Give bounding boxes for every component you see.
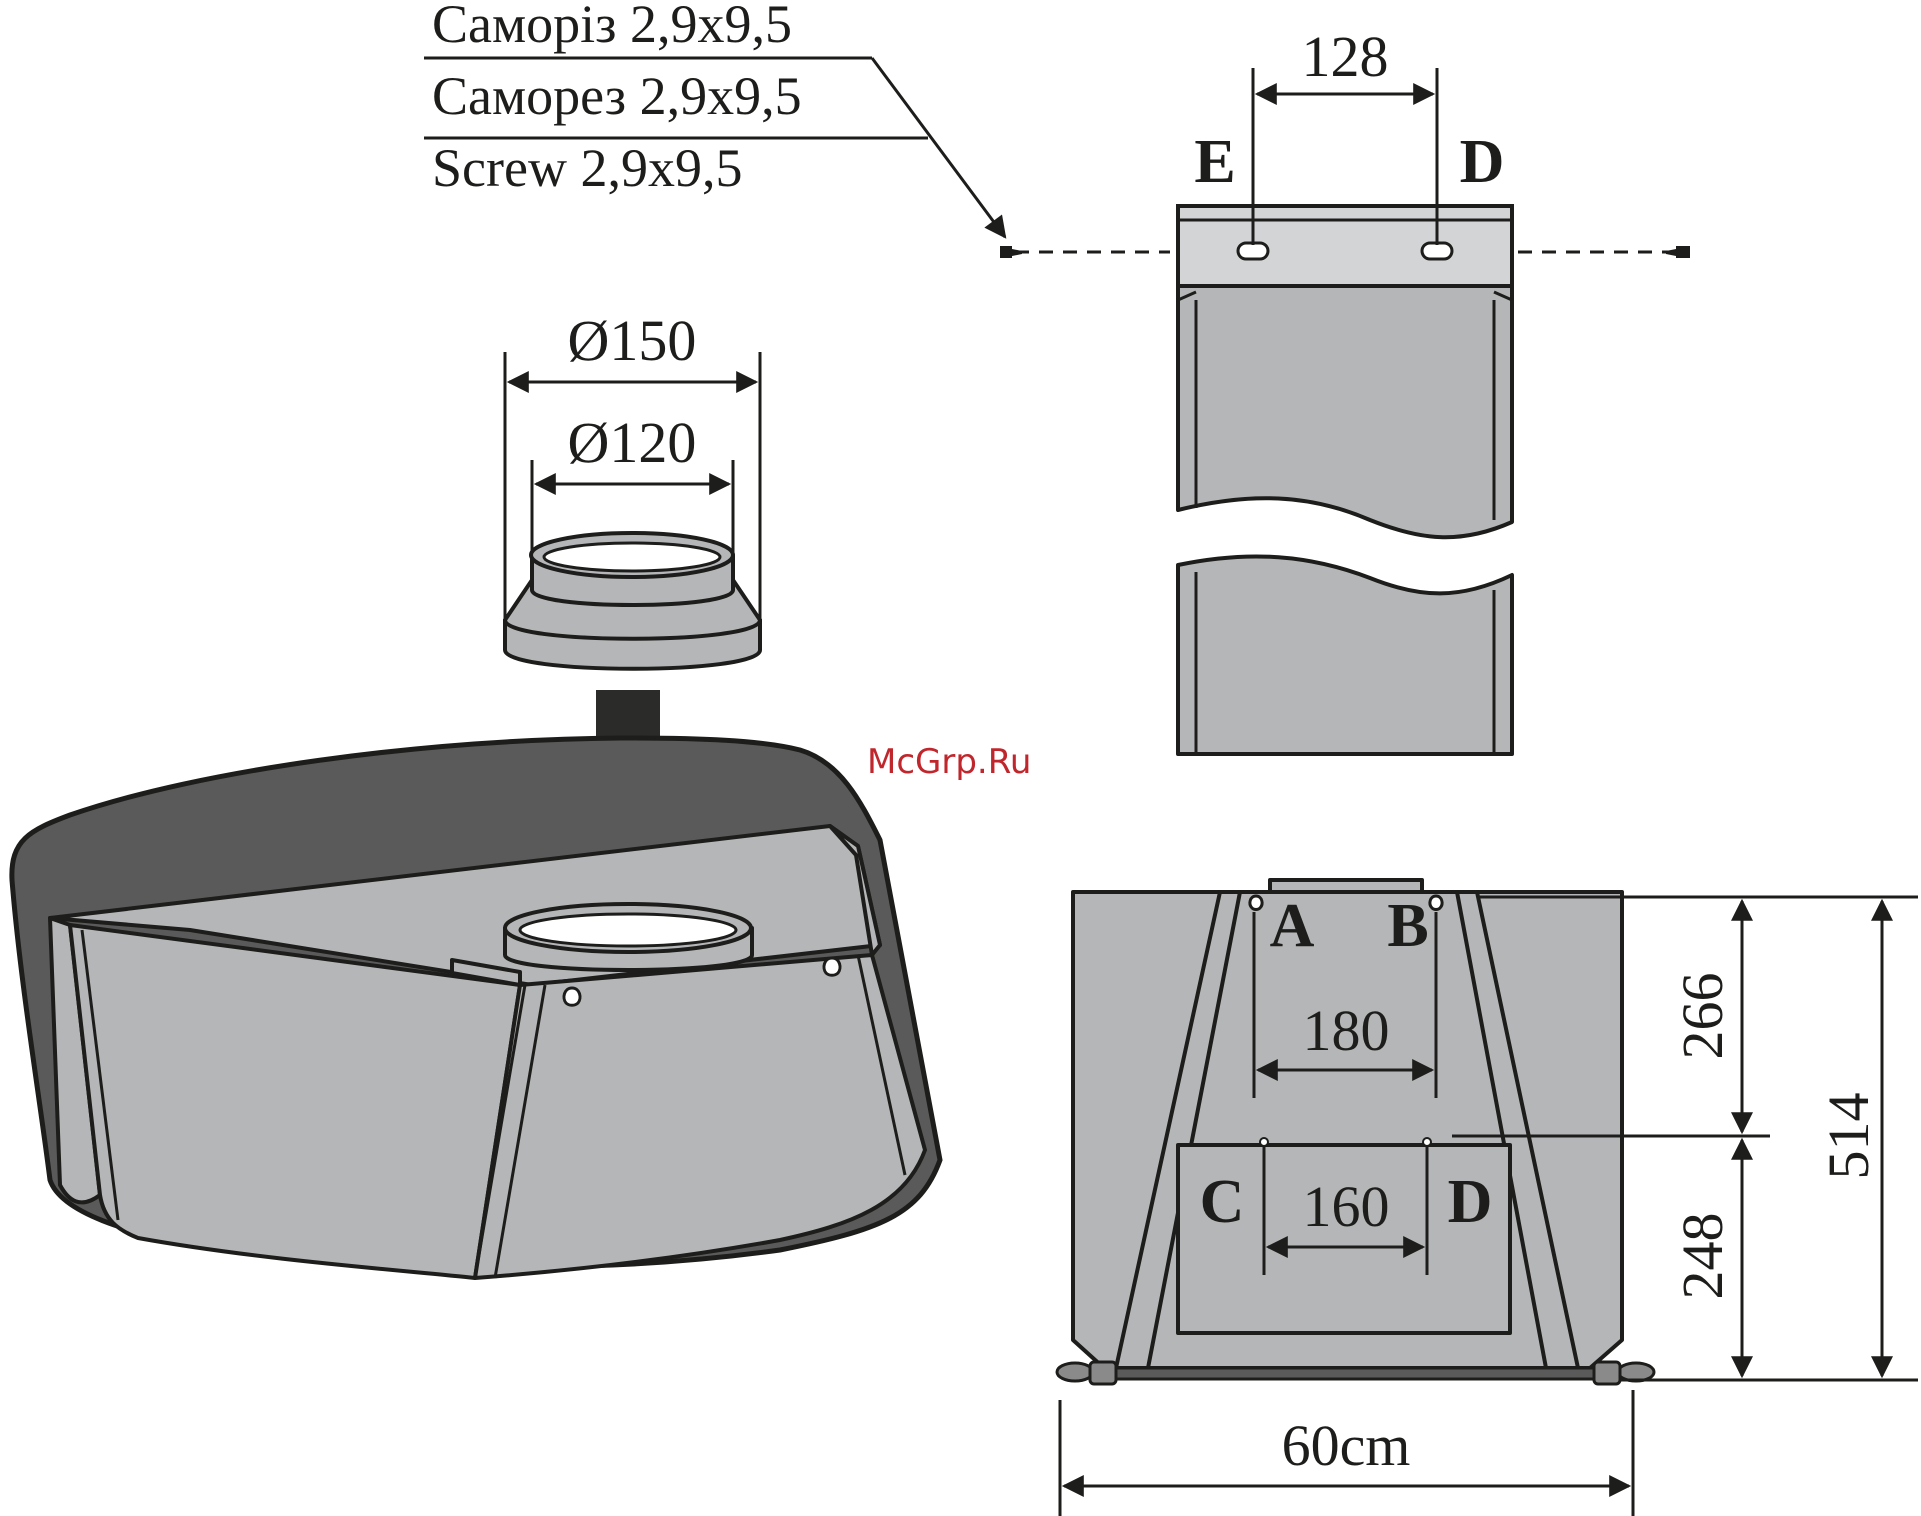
hood-front-view: A B 180 160 C D 266 248 514 60cm bbox=[1057, 880, 1918, 1516]
hole-a bbox=[1250, 896, 1262, 910]
chimney-section: 128 E D bbox=[1000, 24, 1690, 754]
screw-label-ru: Саморез 2,9x9,5 bbox=[432, 66, 802, 126]
screw-leader-line bbox=[872, 58, 1005, 237]
dim-248-label: 248 bbox=[1670, 1213, 1735, 1300]
hole-d bbox=[1423, 1138, 1431, 1146]
hole-b bbox=[1430, 896, 1442, 910]
screw-left-icon bbox=[1000, 246, 1022, 258]
chimney-lower-part bbox=[1178, 556, 1512, 754]
hood-center-panel bbox=[70, 925, 520, 1278]
dim-514-label: 514 bbox=[1816, 1093, 1881, 1180]
dim-180-label: 180 bbox=[1303, 998, 1390, 1063]
dim-150-label: Ø150 bbox=[568, 308, 697, 373]
hole-label-d-top: D bbox=[1460, 128, 1505, 196]
watermark: McGrp.Ru bbox=[867, 742, 1031, 782]
screw-label-block: Саморіз 2,9x9,5 Саморез 2,9x9,5 Screw 2,… bbox=[424, 0, 1005, 237]
adapter-ring: Ø150 Ø120 bbox=[505, 308, 760, 669]
hole-label-d: D bbox=[1448, 1168, 1493, 1236]
hole-label-a: A bbox=[1270, 892, 1315, 960]
dim-266-label: 266 bbox=[1670, 973, 1735, 1060]
hole-label-b: B bbox=[1387, 892, 1428, 960]
slot-d bbox=[1422, 243, 1452, 259]
hole-label-c: C bbox=[1200, 1168, 1245, 1236]
screw-right-icon bbox=[1666, 246, 1690, 258]
dim-120-label: Ø120 bbox=[568, 410, 697, 475]
screw-label-en: Screw 2,9x9,5 bbox=[432, 138, 742, 198]
chimney-mounting-strip bbox=[1178, 206, 1512, 286]
dim-128-label: 128 bbox=[1302, 24, 1389, 89]
hole-label-e: E bbox=[1194, 128, 1235, 196]
front-bottom-rail bbox=[1100, 1368, 1610, 1379]
left-knob-icon bbox=[1057, 1362, 1116, 1384]
slot-e bbox=[1238, 243, 1268, 259]
hood-perspective bbox=[12, 738, 940, 1278]
hole-c bbox=[1260, 1138, 1268, 1146]
dim-160-label: 160 bbox=[1303, 1174, 1390, 1239]
dim-width-label: 60cm bbox=[1282, 1413, 1411, 1478]
screw-label-ua: Саморіз 2,9x9,5 bbox=[432, 0, 792, 54]
